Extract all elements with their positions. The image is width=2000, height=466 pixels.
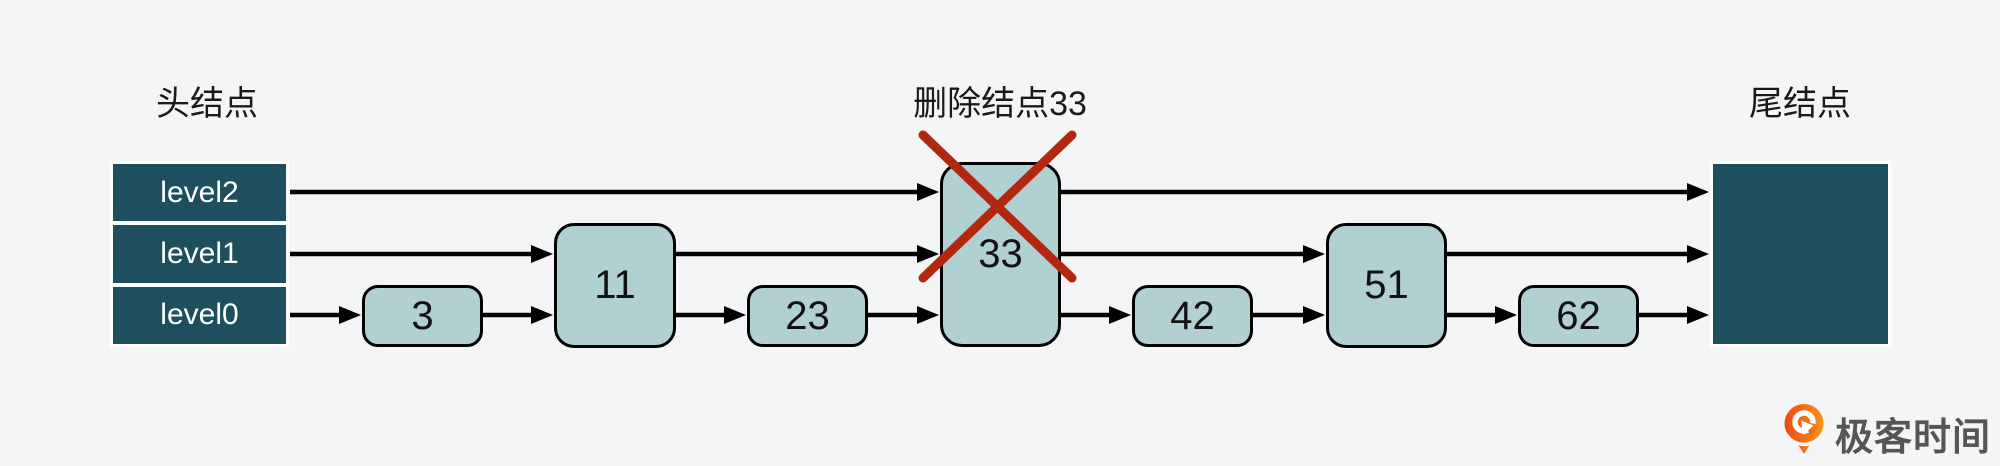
head-level2-cell: level2	[113, 164, 286, 222]
node-51: 51	[1326, 223, 1447, 348]
tail-node	[1710, 161, 1891, 347]
node-33-deleted: 33	[940, 162, 1061, 347]
logo-text: 极客时间	[1835, 416, 1992, 459]
head-level0-cell: level0	[113, 286, 286, 344]
node-23: 23	[747, 285, 868, 347]
head-node: level2 level1 level0	[110, 161, 289, 347]
node-62: 62	[1518, 285, 1639, 347]
logo: 极客时间	[1784, 404, 1991, 462]
head-level1-cell: level1	[113, 225, 286, 283]
tail-node-label: 尾结点	[1749, 85, 1851, 123]
node-42: 42	[1132, 285, 1253, 347]
node-11: 11	[554, 223, 676, 348]
head-node-label: 头结点	[156, 85, 258, 123]
geektime-logo-icon	[1784, 404, 1824, 454]
delete-annotation-label: 删除结点33	[913, 85, 1087, 123]
node-3: 3	[362, 285, 483, 347]
